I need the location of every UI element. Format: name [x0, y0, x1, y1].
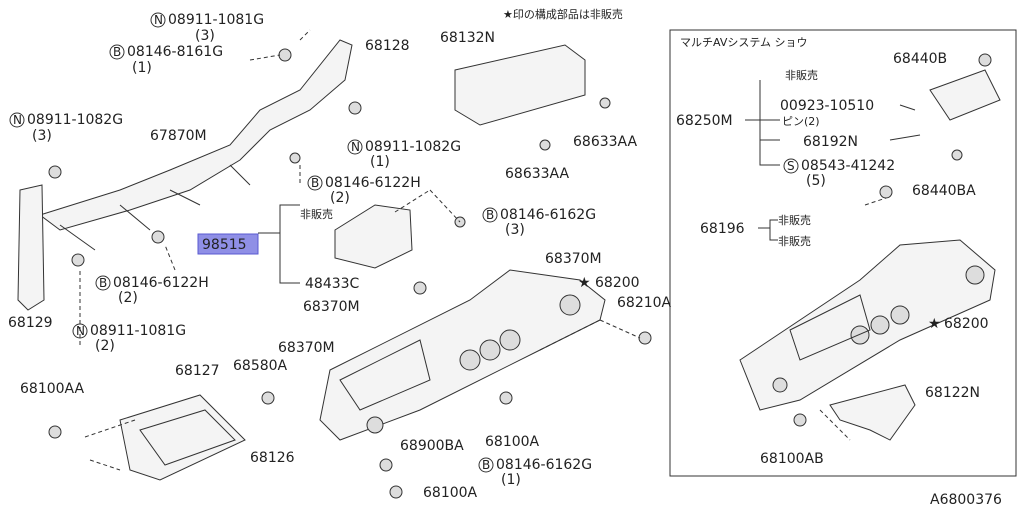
circle-N-icon: N: [9, 112, 25, 128]
circle-N-icon: N: [347, 139, 363, 155]
label-08911-1082G-left: 08911-1082G: [27, 112, 123, 128]
label-98515: 98515: [202, 237, 247, 253]
svg-text:N: N: [351, 140, 360, 154]
inset-title: マルチAVシステム ショウ: [680, 36, 808, 49]
qty-08911-1082G-left: (3): [32, 128, 52, 144]
qty-08146-6162G-bot: (1): [501, 472, 521, 488]
label-68128: 68128: [365, 38, 410, 54]
label-68132N: 68132N: [440, 30, 495, 46]
label-68100AA: 68100AA: [20, 381, 85, 397]
label-68210A: 68210A: [617, 295, 672, 311]
qty-08911-1081G-bot: (2): [95, 338, 115, 354]
circle-B-icon: B: [109, 44, 125, 60]
fasteners: [48, 48, 992, 499]
label-68100AB: 68100AB: [760, 451, 824, 467]
label-68370M-3: 68370M: [278, 340, 335, 356]
label-68900BA: 68900BA: [400, 438, 464, 454]
steering-support-beam: [17, 39, 353, 311]
label-68370M-2: 68370M: [303, 299, 360, 315]
label-08146-8161G: 08146-8161G: [127, 44, 223, 60]
qty-08911-1082G-mid: (1): [370, 154, 390, 170]
inset-frame: [669, 29, 1017, 477]
label-hibaibai-b: 非販売: [778, 214, 811, 227]
label-68633AA-2: 68633AA: [505, 166, 570, 182]
inset-bracket: [829, 384, 916, 441]
svg-text:B: B: [99, 276, 107, 290]
label-08146-6122H-top: 08146-6122H: [325, 175, 421, 191]
svg-text:B: B: [311, 176, 319, 190]
label-68250M: 68250M: [676, 113, 733, 129]
leader-lines: [79, 29, 921, 471]
label-08911-1081G-top: 08911-1081G: [168, 12, 264, 28]
note-top: ★印の構成部品は非販売: [503, 7, 623, 21]
label-08543-41242: 08543-41242: [801, 158, 895, 174]
label-68633AA-1: 68633AA: [573, 134, 638, 150]
label-68100A-1: 68100A: [485, 434, 540, 450]
svg-text:N: N: [76, 324, 85, 338]
av-bezel: [929, 69, 1001, 121]
qty-08911-1081G-top: (3): [195, 28, 215, 44]
lower-tray: [119, 394, 246, 481]
svg-text:N: N: [13, 113, 22, 127]
svg-text:B: B: [482, 458, 490, 472]
circle-B-icon: B: [307, 175, 323, 191]
label-48433C: 48433C: [305, 276, 360, 292]
circle-N-icon: N: [150, 12, 166, 28]
label-hibaibai-c: 非販売: [778, 235, 811, 248]
label-68127: 68127: [175, 363, 220, 379]
label-08911-1082G-mid: 08911-1082G: [365, 139, 461, 155]
circle-S-icon: S: [783, 158, 799, 174]
svg-text:S: S: [787, 159, 795, 173]
glove-box: [454, 44, 586, 126]
label-08146-6162G-bot: 08146-6162G: [496, 457, 592, 473]
star-68200-inset: ★: [928, 316, 941, 332]
label-68196: 68196: [700, 221, 745, 237]
star-68200: ★: [578, 275, 591, 291]
qty-08543-41242: (5): [806, 173, 826, 189]
label-67870M: 67870M: [150, 128, 207, 144]
svg-text:B: B: [113, 45, 121, 59]
label-hibaibai-1: 非販売: [300, 208, 333, 221]
label-08911-1081G-bot: 08911-1081G: [90, 323, 186, 339]
label-68122N: 68122N: [925, 385, 980, 401]
label-68126: 68126: [250, 450, 295, 466]
figure-id: A6800376: [930, 492, 1002, 508]
svg-text:B: B: [486, 208, 494, 222]
qty-08146-8161G: (1): [132, 60, 152, 76]
label-pin-qty: ピン(2): [782, 115, 820, 128]
label-68580A: 68580A: [233, 358, 288, 374]
circle-B-icon: B: [482, 207, 498, 223]
label-68100A-2: 68100A: [423, 485, 478, 501]
instrument-panel: [319, 269, 606, 441]
label-68440B: 68440B: [893, 51, 947, 67]
label-68440BA: 68440BA: [912, 183, 976, 199]
label-00923-10510: 00923-10510: [780, 98, 874, 114]
qty-08146-6122H-top: (2): [330, 190, 350, 206]
highlight-98515-box: [197, 233, 259, 255]
airbag-module: [334, 204, 413, 269]
label-hibaibai-a: 非販売: [785, 69, 818, 82]
label-68129: 68129: [8, 315, 53, 331]
label-08146-6122H-bot: 08146-6122H: [113, 275, 209, 291]
label-68200-main: 68200: [595, 275, 640, 291]
label-68370M-1: 68370M: [545, 251, 602, 267]
circle-B-icon: B: [95, 275, 111, 291]
qty-08146-6162G-top: (3): [505, 222, 525, 238]
label-68200-inset: 68200: [944, 316, 989, 332]
label-68192N: 68192N: [803, 134, 858, 150]
circle-N-icon: N: [72, 323, 88, 339]
label-08146-6162G-top: 08146-6162G: [500, 207, 596, 223]
circle-B-icon: B: [478, 457, 494, 473]
svg-text:N: N: [154, 13, 163, 27]
qty-08146-6122H-bot: (2): [118, 290, 138, 306]
inset-instrument-panel: [739, 239, 996, 411]
